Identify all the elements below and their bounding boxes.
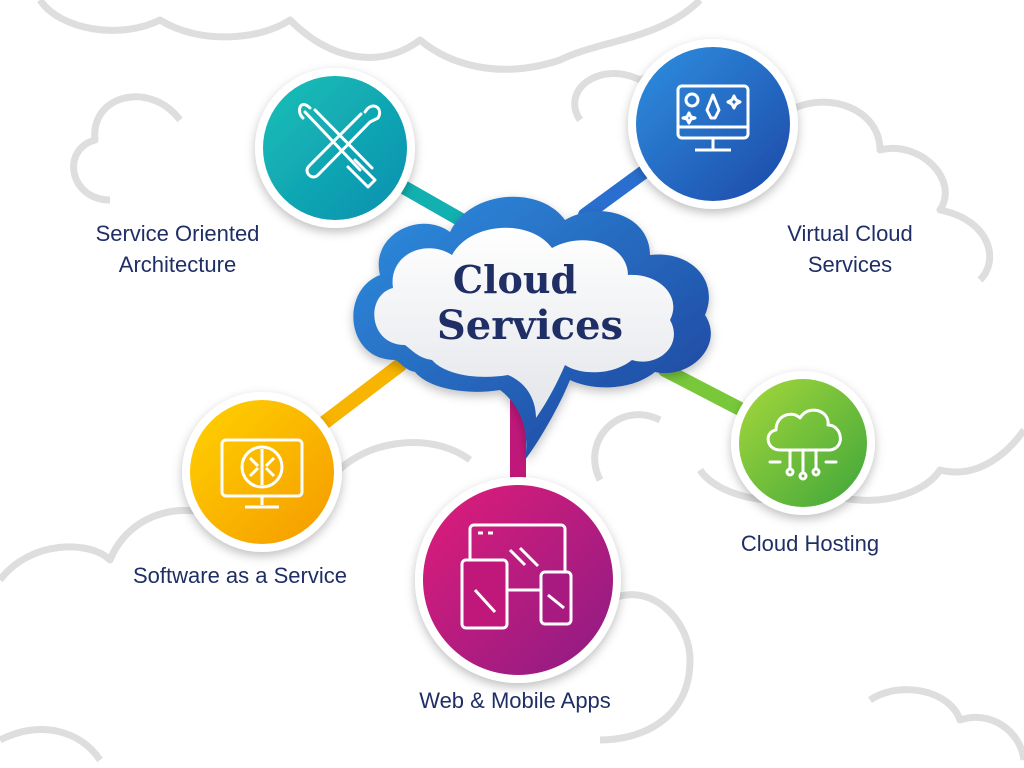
label-cloud-hosting-line-1: Cloud Hosting [740,531,880,556]
label-service-oriented-line-2: Architecture [118,252,237,277]
tools-icon [298,103,381,189]
cloud-hosting-icon [766,408,842,481]
devices-icon [460,523,573,630]
node-service-oriented [255,68,415,228]
label-virtual-cloud-line-2: Services [807,252,893,277]
center-title-line-1: Cloud [452,257,578,302]
virtual-desktop-icon [676,84,750,152]
label-service-oriented-line-1: Service Oriented [95,221,260,246]
label-software-service-line-1: Software as a Service [133,563,347,588]
node-virtual-cloud [628,39,798,209]
label-virtual-cloud: Virtual Cloud Services [750,218,950,280]
label-service-oriented: Service Oriented Architecture [55,218,300,280]
software-monitor-icon [220,438,304,509]
center-cloud [353,196,711,461]
label-virtual-cloud-line-1: Virtual Cloud [787,221,913,246]
label-web-mobile: Web & Mobile Apps [380,685,650,716]
node-web-mobile [415,477,621,683]
label-web-mobile-line-1: Web & Mobile Apps [419,688,611,713]
label-software-service: Software as a Service [95,560,385,591]
center-title-line-2: Services [436,302,624,349]
node-cloud-hosting [731,371,875,515]
label-cloud-hosting: Cloud Hosting [710,528,910,559]
